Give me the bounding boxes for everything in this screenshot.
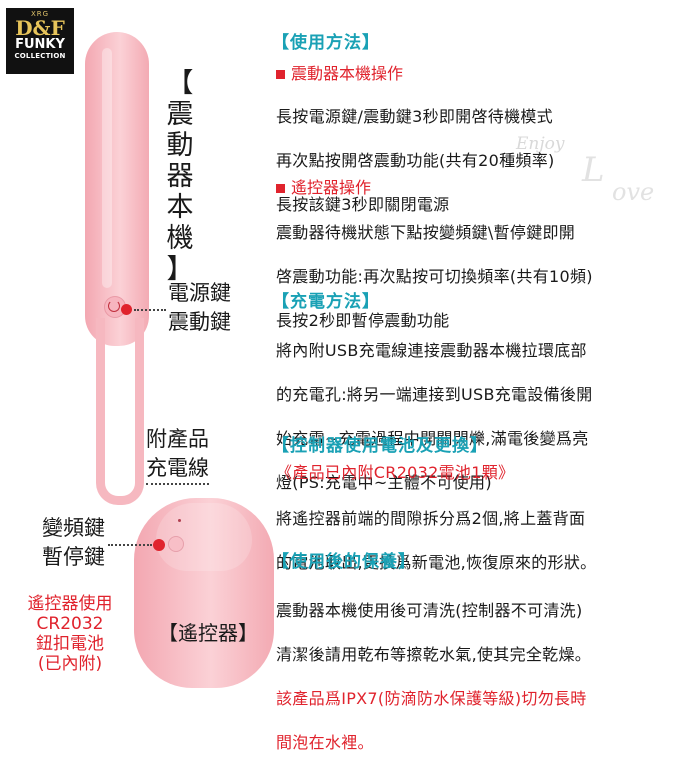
text-line: 啓震動功能:再次點按可切換頻率(共有10頻) bbox=[276, 267, 593, 286]
remote-indicator-dot bbox=[153, 539, 165, 551]
bullet-square-icon bbox=[276, 184, 285, 193]
care-text: 震動器本機使用後可清洗(控制器不可清洗) 清潔後請用乾布等擦乾水氣,使其完全乾燥… bbox=[276, 578, 591, 776]
usage-title: 【使用方法】 bbox=[272, 33, 380, 53]
remote-label: 【遙控器】 bbox=[158, 621, 258, 645]
remote-control bbox=[134, 498, 274, 688]
text-line: 長按電源鍵/震動鍵3秒即開啓待機模式 bbox=[276, 107, 553, 126]
vlabel-char: 【 bbox=[166, 68, 194, 99]
text-line: 燈(PS:充電中~主體不可使用) bbox=[276, 473, 492, 492]
battery-note: 《產品已內附CR2032電池1顆》 bbox=[276, 463, 515, 482]
watermark-l: L bbox=[582, 150, 605, 190]
text-line: 的充電孔:將另一端連接到USB充電設備後開 bbox=[276, 385, 593, 404]
battery-line: 遙控器使用 bbox=[27, 594, 113, 614]
watermark-love: ove bbox=[612, 178, 655, 206]
bullet-square-icon bbox=[276, 70, 285, 79]
vertical-label: 【 震 動 器 本 機 】 bbox=[160, 68, 200, 285]
accessory-line-1: 附產品 bbox=[146, 427, 209, 451]
text-line: 長按2秒即暫停震動功能 bbox=[276, 311, 450, 330]
vlabel-char: 動 bbox=[166, 130, 194, 161]
device-sub-text: 震動器本機操作 bbox=[291, 64, 404, 83]
text-line: 震動器待機狀態下點按變頻鍵\暫停鍵即開 bbox=[276, 223, 576, 242]
accessory-line-2: 充電線 bbox=[146, 454, 209, 485]
power-callout-line bbox=[134, 309, 166, 311]
remote-sub-text: 遙控器操作 bbox=[291, 178, 372, 197]
brand-collection: COLLECTION bbox=[14, 52, 66, 60]
power-icon bbox=[108, 300, 120, 312]
vlabel-char: 震 bbox=[166, 99, 194, 130]
watermark-enjoy: Enjoy bbox=[516, 134, 565, 154]
pause-key-label: 暫停鍵 bbox=[42, 545, 105, 569]
vlabel-char: 本 bbox=[166, 192, 194, 223]
remote-callout-line bbox=[108, 544, 152, 546]
text-line: 將遙控器前端的間隙拆分爲2個,將上蓋背面 bbox=[276, 509, 586, 528]
brand-name: D&F bbox=[15, 16, 65, 40]
text-line: 震動器本機使用後可清洗(控制器不可清洗) bbox=[276, 601, 583, 620]
remote-button[interactable] bbox=[168, 536, 184, 552]
power-key-label: 電源鍵 bbox=[168, 281, 231, 305]
brand-funky: FUNKY bbox=[15, 37, 65, 52]
vlabel-char: 器 bbox=[166, 161, 194, 192]
remote-button-callout: 變頻鍵 暫停鍵 bbox=[42, 514, 105, 572]
remote-operation-text: 震動器待機狀態下點按變頻鍵\暫停鍵即開 啓震動功能:再次點按可切換頻率(共有10… bbox=[276, 200, 593, 354]
text-line: 清潔後請用乾布等擦乾水氣,使其完全乾燥。 bbox=[276, 645, 592, 664]
battery-line: 鈕扣電池 bbox=[36, 634, 104, 654]
frequency-key-label: 變頻鍵 bbox=[42, 516, 105, 540]
text-line-warning: 間泡在水裡。 bbox=[276, 733, 374, 752]
brand-logo: XRG D&F FUNKY COLLECTION bbox=[6, 8, 74, 74]
accessory-label: 附產品 充電線 bbox=[146, 425, 209, 485]
text-line: 長按該鍵3秒即關閉電源 bbox=[276, 195, 450, 214]
remote-led bbox=[178, 519, 181, 522]
remote-operation-subtitle: 遙控器操作 bbox=[276, 174, 371, 198]
battery-text: 將遙控器前端的間隙拆分爲2個,將上蓋背面 的電池取出,更換爲新電池,恢復原來的形… bbox=[276, 486, 596, 596]
battery-line: CR2032 bbox=[36, 614, 104, 634]
charging-text: 將內附USB充電線連接震動器本機拉環底部 的充電孔:將另一端連接到USB充電設備… bbox=[276, 318, 593, 516]
vibrator-highlight bbox=[102, 48, 112, 288]
vibrator-body bbox=[85, 32, 149, 346]
device-operation-text: 長按電源鍵/震動鍵3秒即開啓待機模式 再次點按開啓震動功能(共有20種頻率) 長… bbox=[276, 84, 555, 238]
power-callout: 電源鍵 震動鍵 bbox=[168, 279, 231, 337]
text-line: 的電池取出,更換爲新電池,恢復原來的形狀。 bbox=[276, 553, 597, 572]
power-indicator-dot bbox=[121, 304, 132, 315]
charging-loop bbox=[96, 318, 144, 505]
vlabel-char: 機 bbox=[166, 223, 194, 254]
vlabel-char: 】 bbox=[166, 254, 194, 285]
vibrate-key-label: 震動鍵 bbox=[168, 310, 231, 334]
brand-top: XRG bbox=[30, 10, 50, 18]
text-line: 始充電~充電過程中開關閃爍,滿電後變爲亮 bbox=[276, 429, 589, 448]
text-line: 再次點按開啓震動功能(共有20種頻率) bbox=[276, 151, 555, 170]
battery-title: 【控制器使用電池及更換】 bbox=[272, 436, 488, 456]
battery-callout: 遙控器使用 CR2032 鈕扣電池 (已內附) bbox=[6, 594, 134, 674]
text-line-warning: 該產品爲IPX7(防滴防水保護等級)切勿長時 bbox=[276, 689, 587, 708]
text-line: 將內附USB充電線連接震動器本機拉環底部 bbox=[276, 341, 587, 360]
care-title: 【使用後的保養】 bbox=[272, 552, 416, 572]
device-operation-subtitle: 震動器本機操作 bbox=[276, 60, 403, 84]
charging-title: 【充電方法】 bbox=[272, 292, 380, 312]
battery-line: (已內附) bbox=[37, 654, 103, 674]
